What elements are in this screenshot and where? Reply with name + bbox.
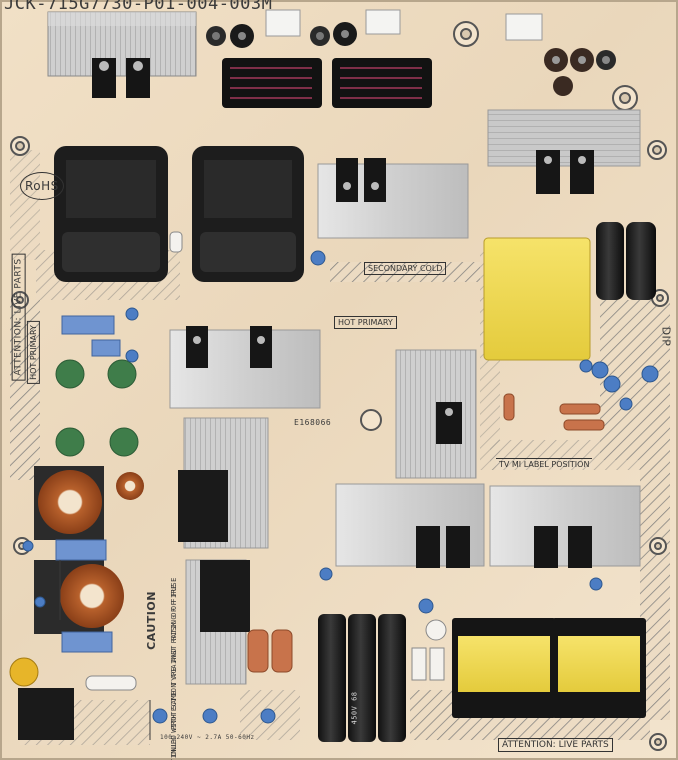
- cert-code: E168066: [294, 418, 332, 427]
- heatsink-bottom-right: [335, 483, 641, 568]
- connectors-top: [265, 9, 543, 41]
- mounting-holes: [10, 21, 669, 751]
- varistors: [55, 359, 139, 457]
- dip-mark: DIP: [659, 326, 673, 347]
- bulk-capacitors: [318, 614, 406, 742]
- caution-line-2: REPLACE ONLY WITH SAME TYPE AND RATING O…: [170, 577, 178, 760]
- hot-primary-center: HOT PRIMARY: [334, 316, 397, 329]
- bulk-cap-rating: 450V 68: [350, 691, 359, 725]
- part-number: JCK-715G7730-P01-004-003M: [4, 0, 273, 14]
- main-transformers: [54, 146, 304, 282]
- yellow-transformers-bottom: [452, 618, 646, 718]
- input-rating: 100-240V ~ 2.7A 50-60Hz: [160, 734, 255, 741]
- resistors: [247, 393, 605, 673]
- x-capacitors: [55, 315, 121, 653]
- rohs-mark: RoHS: [20, 172, 64, 200]
- live-parts-warning-left: ATTENTION: LIVE PARTS: [11, 253, 26, 381]
- yellow-transformer-llc: [483, 237, 591, 361]
- live-parts-warning-bottom: ATTENTION: LIVE PARTS: [498, 738, 613, 752]
- common-mode-chokes: [34, 466, 144, 634]
- output-chokes: [222, 58, 432, 108]
- heatsink-center: [395, 349, 477, 479]
- white-components: [85, 231, 447, 691]
- caution-title: CAUTION: [144, 591, 158, 650]
- hot-primary-left: HOT PRIMARY: [26, 321, 40, 384]
- ceramic-caps: [22, 250, 659, 724]
- heatsink-right-top: [487, 109, 641, 194]
- y-capacitor: [9, 657, 39, 687]
- secondary-cold-label: SECONDARY COLD: [364, 262, 447, 275]
- ac-input-connector: [18, 688, 74, 740]
- small-caps-top: [206, 22, 616, 96]
- heatsink-bridge: [178, 417, 269, 685]
- heatsink-secondary: [317, 158, 469, 239]
- output-capacitors-right: [596, 222, 656, 300]
- heatsink-pfc: [169, 326, 321, 409]
- heatsink-top-left: [47, 11, 197, 98]
- tv-label-position: TV MI LABEL POSITION: [496, 458, 593, 470]
